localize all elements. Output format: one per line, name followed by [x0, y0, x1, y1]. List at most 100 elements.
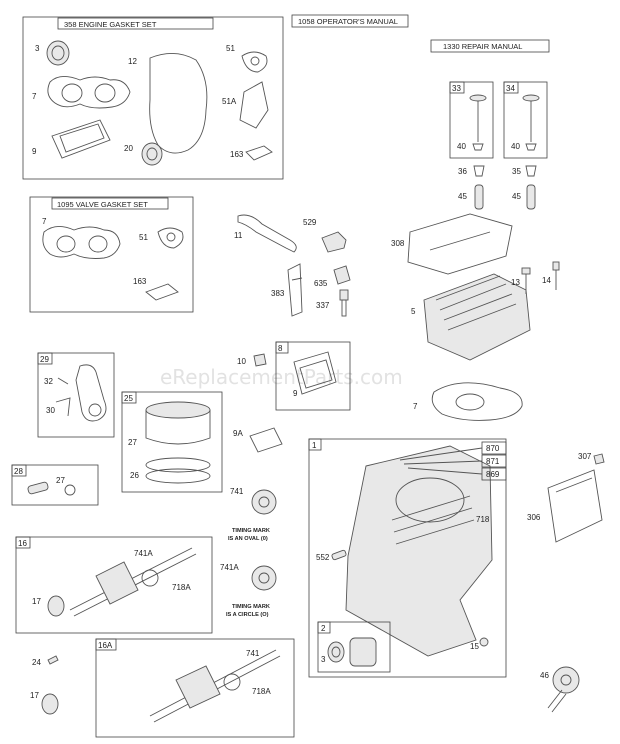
callout-box-870[interactable]: 870 [481, 441, 507, 455]
label-741-b: 741 [246, 649, 260, 658]
label-383: 383 [271, 289, 285, 298]
callout-box-871[interactable]: 871 [481, 454, 507, 468]
label-308: 308 [391, 239, 405, 248]
piston-box-25[interactable]: 25 [121, 391, 223, 493]
label-3: 3 [35, 44, 40, 53]
seal-20-part [141, 142, 163, 166]
label-45-b: 45 [512, 192, 521, 201]
label-27-b: 27 [56, 476, 65, 485]
label-869: 869 [486, 470, 500, 479]
label-635: 635 [314, 279, 328, 288]
piston-pin-box-28[interactable]: 28 [11, 464, 99, 506]
gasket-9-part [51, 119, 111, 159]
crankcase-gasket-part [149, 53, 208, 154]
gasket-51a-part [239, 81, 269, 129]
label-17-a: 17 [32, 597, 41, 606]
box-34-number: 34 [506, 84, 515, 93]
label-40-a: 40 [457, 142, 466, 151]
label-26: 26 [130, 471, 139, 480]
watermark: eReplacementParts.com [160, 365, 403, 389]
label-718: 718 [476, 515, 490, 524]
timing-mark-circle-note-2: IS A CIRCLE (O) [226, 612, 269, 618]
leader-lines [399, 447, 483, 475]
label-9a: 9A [233, 429, 243, 438]
cylinder-head-5-part [423, 273, 531, 361]
label-45-a: 45 [458, 192, 467, 201]
label-36: 36 [458, 167, 467, 176]
engine-gasket-set-box[interactable]: 358 ENGINE GASKET SET [22, 16, 284, 180]
crankshaft-box-16[interactable]: 16 [15, 536, 213, 634]
label-27-a: 27 [128, 438, 137, 447]
valve-box-34[interactable]: 34 [503, 81, 548, 159]
valve-box-33[interactable]: 33 [449, 81, 494, 159]
gear-741a-circle-part [251, 565, 277, 591]
operators-manual-box[interactable]: 1058 OPERATOR'S MANUAL [291, 14, 409, 28]
screw-10-part [253, 353, 267, 367]
seal-box-2[interactable]: 2 [317, 621, 391, 673]
label-13: 13 [511, 278, 520, 287]
label-163-valve: 163 [133, 277, 147, 286]
label-20: 20 [124, 144, 133, 153]
label-718a-b: 718A [252, 687, 271, 696]
box-16-number: 16 [18, 539, 27, 548]
box-29-number: 29 [40, 355, 49, 364]
label-7-mid: 7 [413, 402, 418, 411]
engine-gasket-set-title: 358 ENGINE GASKET SET [64, 20, 157, 29]
box-2-number: 2 [321, 624, 326, 633]
label-5: 5 [411, 307, 416, 316]
timing-mark-circle-note: TIMING MARK [232, 604, 270, 610]
gasket-163-valve-part [145, 283, 179, 301]
valve-gasket-set-box[interactable]: 1095 VALVE GASKET SET [29, 196, 194, 313]
label-10: 10 [237, 357, 246, 366]
label-11: 11 [234, 231, 243, 240]
label-306: 306 [527, 513, 541, 522]
label-30: 30 [46, 406, 55, 415]
seal-17-b-part [41, 693, 59, 715]
label-32: 32 [44, 377, 53, 386]
bolt-13-part [521, 267, 531, 294]
breather-box-8[interactable]: 8 [275, 341, 351, 411]
gear-741-oval-part [251, 489, 277, 515]
label-40-b: 40 [511, 142, 520, 151]
label-3-bot: 3 [321, 655, 326, 664]
bracket-383-part [287, 263, 303, 317]
label-871: 871 [486, 457, 500, 466]
repair-manual-title: 1330 REPAIR MANUAL [443, 42, 522, 51]
label-552: 552 [316, 553, 330, 562]
valve-gasket-set-title: 1095 VALVE GASKET SET [57, 200, 148, 209]
label-7-top: 7 [32, 92, 37, 101]
gasket-9a-part [249, 427, 283, 453]
label-718a-a: 718A [172, 583, 191, 592]
pin-24-part [47, 655, 59, 665]
cylinder-head-gasket-part [47, 76, 131, 109]
timing-mark-oval-note-2: IS AN OVAL (0) [228, 536, 268, 542]
cylinder-block-box-1[interactable]: 1 [308, 438, 507, 678]
crankcase-gasket-7-part [431, 382, 523, 421]
label-51a: 51A [222, 97, 237, 106]
box-1-number: 1 [312, 441, 317, 450]
dowel-552-part [331, 549, 347, 561]
valve-head-gasket-part [42, 226, 121, 259]
box-16a-number: 16A [98, 641, 113, 650]
fitting-529-part [321, 231, 347, 253]
box-8-number: 8 [278, 344, 283, 353]
crankshaft-box-16a[interactable]: 16A [95, 638, 295, 738]
rod-cap-30-part [55, 397, 71, 417]
camshaft-46-part [547, 666, 580, 713]
label-17-b: 17 [30, 691, 39, 700]
operators-manual-title: 1058 OPERATOR'S MANUAL [298, 17, 398, 26]
label-7-valve: 7 [42, 217, 47, 226]
label-24: 24 [32, 658, 41, 667]
repair-manual-box[interactable]: 1330 REPAIR MANUAL [430, 39, 550, 53]
spark-plug-337-part [339, 289, 349, 317]
drain-plug-15-part [479, 637, 489, 647]
label-9-b: 9 [293, 389, 298, 398]
valve-spring-retainers-part [473, 165, 537, 210]
screw-307-part [593, 453, 605, 465]
label-46: 46 [540, 671, 549, 680]
stud-14-part [552, 261, 560, 290]
label-741-a: 741 [230, 487, 244, 496]
callout-box-869[interactable]: 869 [481, 467, 507, 481]
connecting-rod-box-29[interactable]: 29 [37, 352, 115, 438]
